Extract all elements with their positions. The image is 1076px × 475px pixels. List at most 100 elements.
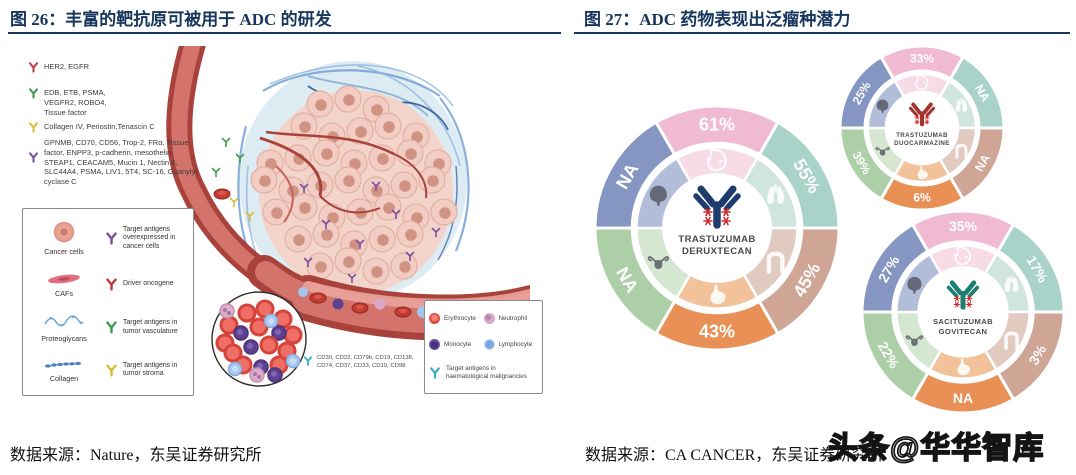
proteoglycan-icon [44,315,84,327]
monocyte-icon [429,339,440,351]
segment-label-breast: 61% [699,114,735,134]
breast-icon [954,246,971,266]
segment-label-stomach: 43% [699,322,735,342]
tumor-illustration: HER2, EGFR EDB, ETB, PSMA, VEGFR2, ROBO4… [8,46,543,408]
legend-row-cafs: CAFs Driver oncogene [27,271,189,298]
cd-target-list: CD74, CD37, CD33, CD19, CD98 [317,362,406,369]
legend-row-proteoglycans: Proteoglycans Target antigens in tumor v… [27,312,189,343]
stomach-icon [957,358,971,376]
legend-label: Target antigens in haematological malign… [446,364,527,380]
uterus-icon [905,335,924,346]
breast-icon [707,148,727,172]
donut-chart-canvas: 61%55%45%43%NANATRASTUZUMABDERUXTECAN33%… [591,42,1068,417]
antigen-list: GPNMB, CD70, CD56, Trop-2, FRα, Tissue f… [44,138,197,186]
legend-label: Target antigens overexpressed in cancer … [123,225,176,251]
antibody-drug-icon [693,185,741,229]
lymphocyte-icon [483,339,495,351]
colon-icon [955,143,968,159]
antibody-icon-yellow [106,364,117,377]
antibody-icon-purple [29,152,38,163]
legend-row-collagen: Collagen Target antigens in tumor stroma [27,358,189,383]
bladder-icon [876,99,889,114]
breast-icon [915,74,929,90]
uterus-icon [647,256,669,270]
legend-label: Collagen [49,373,79,383]
lung-icon [955,98,968,112]
donut-center-name: TRASTUZUMAB [896,132,948,139]
antigen-list: EDB, ETB, PSMA, VEGFR2, ROBO4, Tissue fa… [44,88,107,117]
antigen-legend-vasculature: EDB, ETB, PSMA, VEGFR2, ROBO4, Tissue fa… [28,88,128,117]
uterus-icon [875,146,890,156]
antibody-icon-purple [106,232,117,245]
legend-monocyte: Monocyte [429,339,484,351]
antibody-icon-green [106,321,117,334]
antibody-icon-green [29,88,38,99]
figure-26-source: 数据来源：Nature，东吴证券研究所 [10,447,262,464]
colon-icon [1004,331,1019,350]
stomach-icon [917,166,928,180]
segment-label-stomach: NA [953,390,973,406]
legend-erythrocyte: Erythrocyte [429,313,484,325]
antibody-icon-red [106,278,117,291]
legend-label: Target antigens in tumor vasculature [123,319,178,335]
lung-icon [1004,275,1019,292]
antigen-legend-her2: HER2, EGFR [28,62,198,73]
legend-haematological: Target antigens in haematological malign… [429,365,538,381]
antibody-icon-red [29,62,38,73]
legend-label: Target antigens in tumor stroma [123,361,178,378]
tumor-vasculature [259,130,428,223]
legend-label: CAFs [55,288,73,298]
stomach-icon [710,284,726,305]
donut-center-name: DUOCARMAZINE [894,140,950,147]
legend-label: Cancer cells [44,247,84,257]
antigen-legend-stroma: Collagen IV, Periostin,Tenascin C [28,122,218,133]
figure-26-title: 图 26：丰富的靶抗原可被用于 ADC 的研发 [10,10,332,29]
cd-target-list: CD30, CD22, CD79b, CD19, CD138, [317,355,414,361]
segment-label-breast: 35% [949,218,978,234]
antigen-list: HER2, EGFR [44,62,90,71]
figure-27-source: 数据来源：CA CANCER，东吴证券研究所 [585,447,884,464]
blood-cells-inset [215,299,303,383]
donut-center-name: SACITUZUMAB [933,317,993,326]
legend-label: Proteoglycans [41,334,87,344]
antibody-icon-cyan [430,367,440,379]
bladder-icon [907,276,922,294]
antibody-drug-icon [908,102,936,127]
segment-label-stomach: 6% [913,191,931,205]
tumor-legend-box: Cancer cells Target antigens overexpress… [22,208,194,396]
erythrocyte-icon [429,313,440,325]
legend-neutrophil: Neutrophil [483,313,539,325]
antigen-legend-overexpressed: GPNMB, CD70, CD56, Trop-2, FRα, Tissue f… [28,138,206,187]
figure-27-title: 图 27：ADC 药物表现出泛瘤种潜力 [584,10,851,29]
watermark: 头条@华华智库 [827,431,1045,466]
neutrophil-icon [483,313,495,325]
antibody-drug-icon [946,280,980,310]
legend-row-cancer-cells: Cancer cells Target antigens overexpress… [27,221,189,256]
legend-label: Driver oncogene [123,279,174,287]
collagen-icon [45,361,81,368]
haematological-targets: CD30, CD22, CD79b, CD19, CD138, CD74, CD… [303,355,414,370]
antibody-icon-cyan [303,356,313,366]
caf-icon [48,274,80,284]
wedge-bladder [860,222,930,314]
antigen-list: Collagen IV, Periostin,Tenascin C [44,122,155,131]
blood-cell-legend-box: Erythrocyte Neutrophil Monocyte Lymphocy… [424,300,543,394]
donut-center-name: GOVITECAN [939,327,988,336]
legend-lymphocyte: Lymphocyte [483,339,539,351]
cancer-cell-icon [53,222,75,243]
donut-center-name: DERUXTECAN [682,246,752,257]
figure-26-title-rule [8,32,561,34]
antibody-icon-yellow [29,122,38,133]
legend-label: Erythrocyte [444,315,476,323]
legend-label: Lymphocyte [498,341,533,349]
wedge-bladder [838,54,896,130]
wedge-bladder [593,120,677,230]
legend-label: Monocyte [444,341,472,349]
segment-label-breast: 33% [910,51,934,65]
antibody-markers [211,137,441,284]
